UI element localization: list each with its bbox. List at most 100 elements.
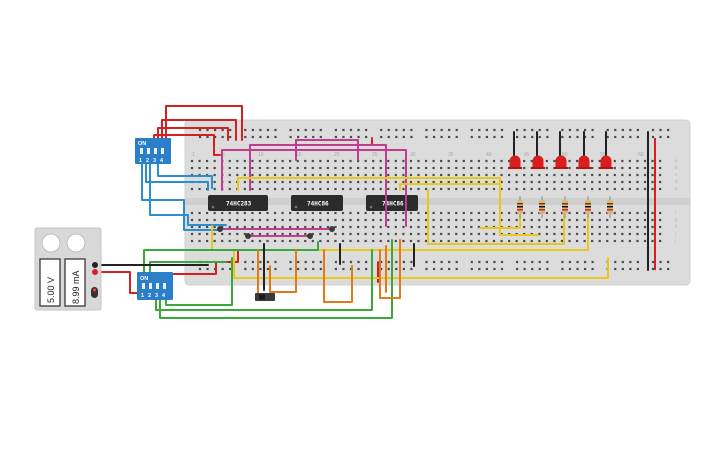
breadboard-hole[interactable]: [470, 211, 473, 215]
black-wires[interactable]: [94, 131, 649, 291]
breadboard-hole[interactable]: [341, 173, 345, 177]
breadboard-hole[interactable]: [243, 159, 246, 163]
breadboard-hole[interactable]: [651, 225, 654, 229]
rail-hole[interactable]: [198, 128, 202, 132]
breadboard-hole[interactable]: [387, 218, 390, 222]
breadboard-hole[interactable]: [372, 180, 375, 184]
rail-hole[interactable]: [470, 260, 473, 264]
breadboard-hole[interactable]: [568, 173, 571, 177]
breadboard-hole[interactable]: [334, 211, 337, 215]
rail-hole[interactable]: [455, 260, 458, 264]
rail-hole[interactable]: [395, 128, 398, 132]
rail-hole[interactable]: [342, 260, 345, 264]
breadboard-hole[interactable]: [659, 180, 662, 184]
breadboard-hole[interactable]: [289, 159, 292, 163]
breadboard-hole[interactable]: [500, 187, 503, 191]
breadboard-hole[interactable]: [289, 225, 292, 229]
rail-hole[interactable]: [531, 128, 534, 132]
rail-hole[interactable]: [455, 128, 458, 132]
positive-terminal[interactable]: [92, 269, 98, 275]
breadboard-hole[interactable]: [334, 225, 337, 229]
breadboard-hole[interactable]: [221, 211, 224, 215]
voltage-knob[interactable]: [41, 233, 61, 253]
breadboard-hole[interactable]: [659, 173, 662, 177]
breadboard-hole[interactable]: [304, 173, 307, 177]
breadboard-hole[interactable]: [304, 232, 307, 236]
breadboard-hole[interactable]: [553, 180, 556, 184]
breadboard-hole[interactable]: [221, 218, 224, 222]
breadboard-hole[interactable]: [206, 211, 209, 215]
rail-hole[interactable]: [229, 267, 232, 271]
breadboard-hole[interactable]: [424, 239, 428, 243]
breadboard-hole[interactable]: [236, 232, 239, 236]
breadboard-hole[interactable]: [243, 225, 246, 229]
breadboard-hole[interactable]: [417, 218, 420, 222]
rail-hole[interactable]: [500, 260, 504, 264]
rail-hole[interactable]: [410, 135, 413, 139]
breadboard-hole[interactable]: [659, 218, 662, 222]
breadboard-hole[interactable]: [643, 225, 647, 229]
breadboard-hole[interactable]: [530, 173, 533, 177]
breadboard-hole[interactable]: [228, 173, 231, 177]
breadboard-hole[interactable]: [289, 180, 292, 184]
breadboard-hole[interactable]: [243, 211, 246, 215]
breadboard-hole[interactable]: [651, 166, 654, 170]
led-4[interactable]: [577, 155, 591, 170]
rail-hole[interactable]: [297, 267, 300, 271]
rail-hole[interactable]: [244, 260, 247, 264]
breadboard-hole[interactable]: [606, 239, 609, 243]
breadboard-hole[interactable]: [659, 211, 662, 215]
breadboard-hole[interactable]: [311, 187, 314, 191]
rail-hole[interactable]: [568, 260, 572, 264]
breadboard-hole[interactable]: [213, 173, 216, 177]
breadboard-hole[interactable]: [228, 159, 231, 163]
breadboard-hole[interactable]: [364, 187, 367, 191]
breadboard-hole[interactable]: [598, 180, 601, 184]
breadboard-hole[interactable]: [258, 187, 262, 191]
chip-74hc283[interactable]: 74HC283: [208, 195, 268, 211]
breadboard-hole[interactable]: [387, 159, 390, 163]
breadboard-hole[interactable]: [251, 232, 254, 236]
breadboard-hole[interactable]: [311, 166, 314, 170]
breadboard-hole[interactable]: [492, 159, 496, 163]
breadboard-hole[interactable]: [266, 173, 269, 177]
breadboard-hole[interactable]: [568, 166, 571, 170]
rail-hole[interactable]: [659, 128, 662, 132]
breadboard-hole[interactable]: [387, 211, 390, 215]
rail-hole[interactable]: [304, 267, 307, 271]
rail-hole[interactable]: [365, 267, 368, 271]
breadboard-hole[interactable]: [251, 159, 254, 163]
rail-hole[interactable]: [485, 260, 488, 264]
breadboard-hole[interactable]: [296, 239, 299, 243]
breadboard-hole[interactable]: [349, 180, 352, 184]
breadboard-hole[interactable]: [523, 239, 526, 243]
breadboard-hole[interactable]: [364, 180, 367, 184]
breadboard-hole[interactable]: [447, 225, 450, 229]
breadboard-hole[interactable]: [394, 180, 397, 184]
resistor-4[interactable]: [585, 196, 591, 218]
breadboard-hole[interactable]: [553, 232, 556, 236]
breadboard-hole[interactable]: [364, 218, 367, 222]
breadboard-hole[interactable]: [455, 225, 458, 229]
rail-hole[interactable]: [478, 267, 481, 271]
rail-hole[interactable]: [667, 128, 670, 132]
rail-hole[interactable]: [531, 267, 534, 271]
rail-hole[interactable]: [380, 267, 383, 271]
breadboard-hole[interactable]: [575, 218, 579, 222]
breadboard-hole[interactable]: [198, 166, 201, 170]
breadboard-hole[interactable]: [273, 211, 277, 215]
breadboard-hole[interactable]: [372, 211, 375, 215]
breadboard-hole[interactable]: [447, 218, 450, 222]
breadboard-hole[interactable]: [281, 166, 284, 170]
rail-hole[interactable]: [334, 267, 337, 271]
breadboard-hole[interactable]: [470, 218, 473, 222]
breadboard-hole[interactable]: [341, 225, 345, 229]
breadboard-hole[interactable]: [621, 239, 624, 243]
breadboard-hole[interactable]: [613, 159, 616, 163]
rail-hole[interactable]: [538, 260, 541, 264]
breadboard-hole[interactable]: [251, 187, 254, 191]
breadboard-hole[interactable]: [251, 211, 254, 215]
breadboard-hole[interactable]: [206, 159, 209, 163]
breadboard-hole[interactable]: [598, 218, 601, 222]
breadboard-hole[interactable]: [379, 218, 382, 222]
